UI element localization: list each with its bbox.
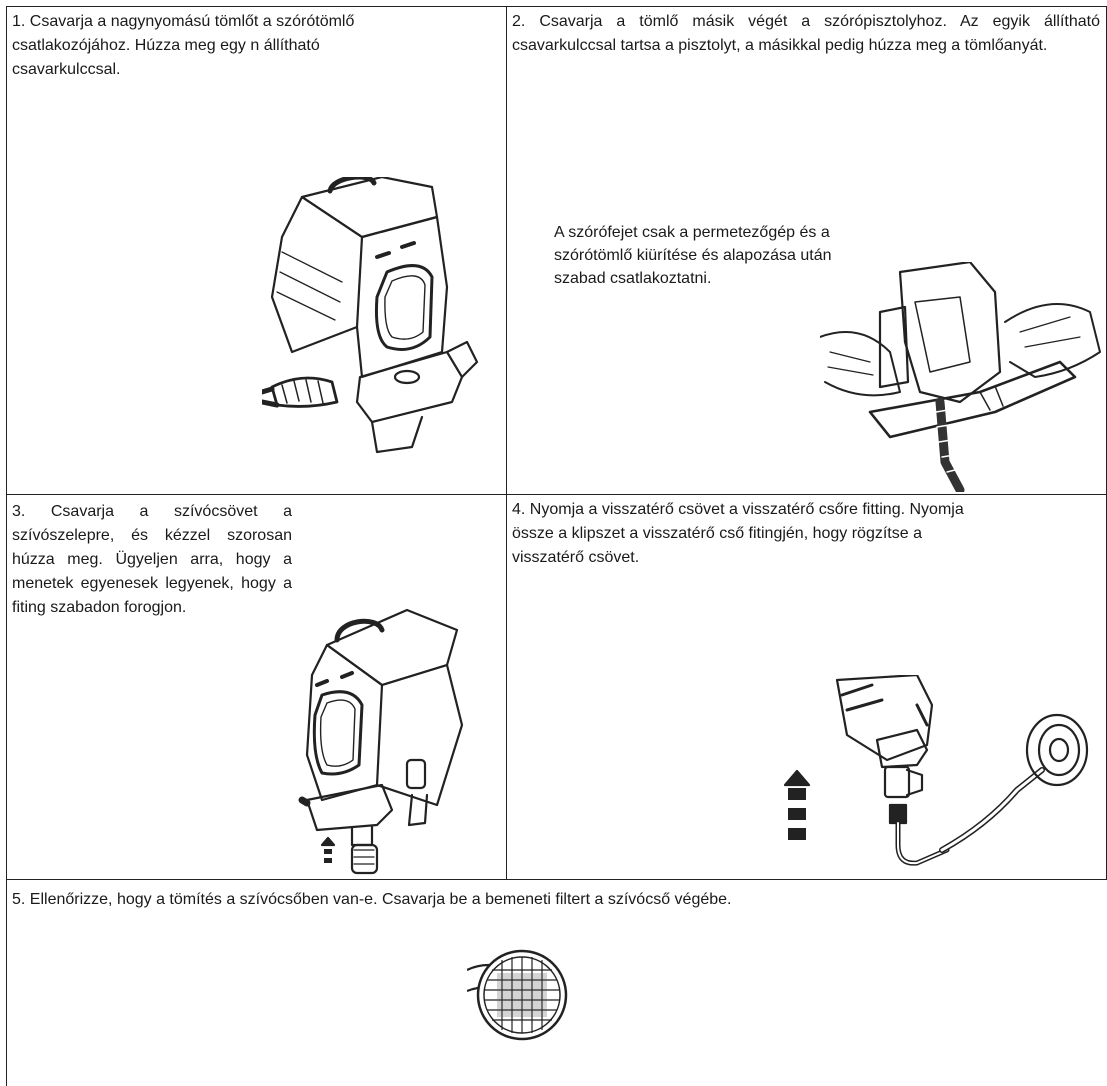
step-3-cell: 3. Csavarja a szívócsövet a szívószelepr… xyxy=(6,494,507,880)
spray-tip-note: A szórófejet csak a permetezőgép és a sz… xyxy=(554,221,854,290)
step-2-text: 2. Csavarja a tömlő másik végét a szóróp… xyxy=(512,10,1100,58)
step-5-text: 5. Ellenőrizze, hogy a tömítés a szívócs… xyxy=(12,888,1092,912)
instruction-grid: 1. Csavarja a nagynyomású tömlőt a szóró… xyxy=(6,6,1107,1086)
suction-tube-illustration xyxy=(297,605,477,875)
step-1-text: 1. Csavarja a nagynyomású tömlőt a szóró… xyxy=(12,10,432,82)
spray-gun-wrench-illustration xyxy=(820,262,1105,492)
step-4-text: 4. Nyomja a visszatérő csövet a visszaté… xyxy=(512,498,982,570)
inlet-filter-illustration xyxy=(467,935,577,1055)
return-tube-illustration xyxy=(767,675,1107,875)
step-5-cell: 5. Ellenőrizze, hogy a tömítés a szívócs… xyxy=(6,879,1107,1086)
step-1-cell: 1. Csavarja a nagynyomású tömlőt a szóró… xyxy=(6,6,507,495)
step-3-text: 3. Csavarja a szívócsövet a szívószelepr… xyxy=(12,500,292,620)
step-2-cell: 2. Csavarja a tömlő másik végét a szóróp… xyxy=(506,6,1107,495)
sprayer-hose-connection-illustration xyxy=(262,177,487,457)
step-4-cell: 4. Nyomja a visszatérő csövet a visszaté… xyxy=(506,494,1107,880)
